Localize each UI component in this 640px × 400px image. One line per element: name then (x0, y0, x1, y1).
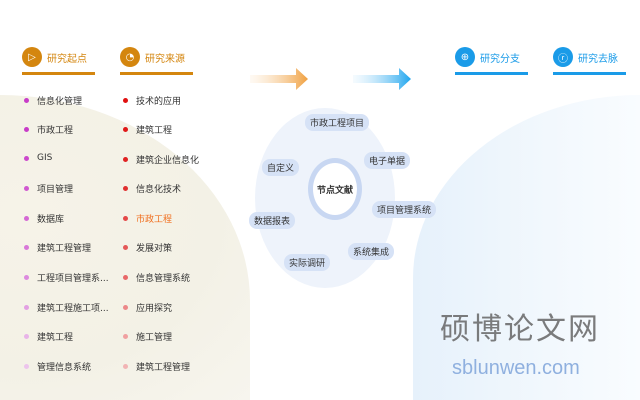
start-item[interactable]: 项目管理 (24, 182, 73, 195)
start-item[interactable]: 建筑工程施工项... (24, 301, 109, 314)
section-header: ⊕ 研究分支 (455, 47, 520, 67)
bullet-icon (123, 186, 128, 191)
bullet-icon (123, 157, 128, 162)
section-title: 研究起点 (47, 53, 87, 65)
bullet-icon (123, 364, 128, 369)
source-item[interactable]: 施工管理 (123, 330, 172, 343)
bullet-icon (24, 305, 29, 310)
orange-arrow-icon (250, 68, 308, 90)
start-item[interactable]: 建筑工程管理 (24, 241, 91, 254)
right-background (413, 95, 640, 400)
item-label: 建筑企业信息化 (136, 156, 200, 166)
node-pill[interactable]: 系统集成 (348, 243, 395, 260)
item-label: 技术的应用 (136, 97, 182, 107)
item-label: 发展对策 (136, 244, 173, 254)
start-item[interactable]: 建筑工程 (24, 330, 73, 343)
blue-arrow-icon (353, 68, 411, 90)
item-label: 市政工程 (136, 215, 173, 225)
bullet-icon (24, 186, 29, 191)
section-header: ▷ 研究起点 (22, 47, 87, 67)
play-icon: ▷ (22, 47, 42, 67)
header-underline (553, 72, 626, 75)
center-node[interactable]: 节点文献 (308, 158, 362, 220)
bullet-icon (24, 98, 29, 103)
pie-icon: ◔ (120, 47, 140, 67)
bullet-icon (123, 334, 128, 339)
item-label: 信息化技术 (136, 185, 182, 195)
bullet-icon (24, 216, 29, 221)
source-item[interactable]: 市政工程 (123, 212, 172, 225)
section-header: ◔ 研究来源 (120, 47, 185, 67)
node-pill[interactable]: 项目管理系统 (372, 201, 437, 218)
start-item[interactable]: 数据库 (24, 212, 64, 225)
source-item[interactable]: 信息管理系统 (123, 271, 190, 284)
section-title: 研究分支 (480, 53, 520, 65)
header-underline (120, 72, 193, 75)
bullet-icon (24, 245, 29, 250)
source-item[interactable]: 信息化技术 (123, 182, 181, 195)
item-label: 信息管理系统 (136, 274, 191, 284)
bullet-icon (123, 98, 128, 103)
node-pill[interactable]: 自定义 (262, 159, 300, 176)
bullet-icon (24, 127, 29, 132)
pulse-icon: ⓡ (553, 47, 573, 67)
source-item[interactable]: 建筑工程管理 (123, 360, 190, 373)
item-label: 应用探究 (136, 304, 173, 314)
node-pill[interactable]: 数据报表 (249, 212, 296, 229)
bullet-icon (123, 305, 128, 310)
node-pill[interactable]: 电子单据 (364, 152, 411, 169)
watermark-logo: 硕博论文网 (440, 312, 600, 347)
item-label: 建筑工程管理 (37, 244, 92, 254)
item-label: 建筑工程 (136, 126, 173, 136)
item-label: 项目管理 (37, 185, 74, 195)
bullet-icon (24, 275, 29, 280)
bullet-icon (123, 127, 128, 132)
item-label: 数据库 (37, 215, 65, 225)
section-title: 研究来源 (145, 53, 185, 65)
item-label: 施工管理 (136, 333, 173, 343)
section-header: ⓡ 研究去脉 (553, 47, 618, 67)
bullet-icon (24, 155, 29, 161)
item-label: GIS (37, 153, 53, 163)
start-item[interactable]: GIS (24, 153, 52, 163)
center-label: 节点文献 (316, 185, 353, 196)
section-title: 研究去脉 (578, 53, 618, 65)
source-item[interactable]: 建筑企业信息化 (123, 153, 199, 166)
bullet-icon (24, 334, 29, 339)
branch-icon: ⊕ (455, 47, 475, 67)
item-label: 工程项目管理系... (37, 274, 109, 284)
item-label: 建筑工程 (37, 333, 74, 343)
source-item[interactable]: 发展对策 (123, 241, 172, 254)
node-pill[interactable]: 实际调研 (284, 254, 331, 271)
item-label: 管理信息系统 (37, 363, 92, 373)
source-item[interactable]: 建筑工程 (123, 123, 172, 136)
bullet-icon (24, 364, 29, 369)
source-item[interactable]: 技术的应用 (123, 94, 181, 107)
start-item[interactable]: 信息化管理 (24, 94, 82, 107)
item-label: 建筑工程施工项... (37, 304, 109, 314)
item-label: 市政工程 (37, 126, 74, 136)
bullet-icon (123, 275, 128, 280)
start-item[interactable]: 管理信息系统 (24, 360, 91, 373)
bullet-icon (123, 216, 128, 221)
bullet-icon (123, 245, 128, 250)
source-item[interactable]: 应用探究 (123, 301, 172, 314)
item-label: 建筑工程管理 (136, 363, 191, 373)
start-item[interactable]: 工程项目管理系... (24, 271, 109, 284)
watermark-url: sblunwen.com (452, 357, 580, 379)
start-item[interactable]: 市政工程 (24, 123, 73, 136)
item-label: 信息化管理 (37, 97, 83, 107)
header-underline (455, 72, 528, 75)
node-pill[interactable]: 市政工程项目 (305, 114, 370, 131)
header-underline (22, 72, 95, 75)
